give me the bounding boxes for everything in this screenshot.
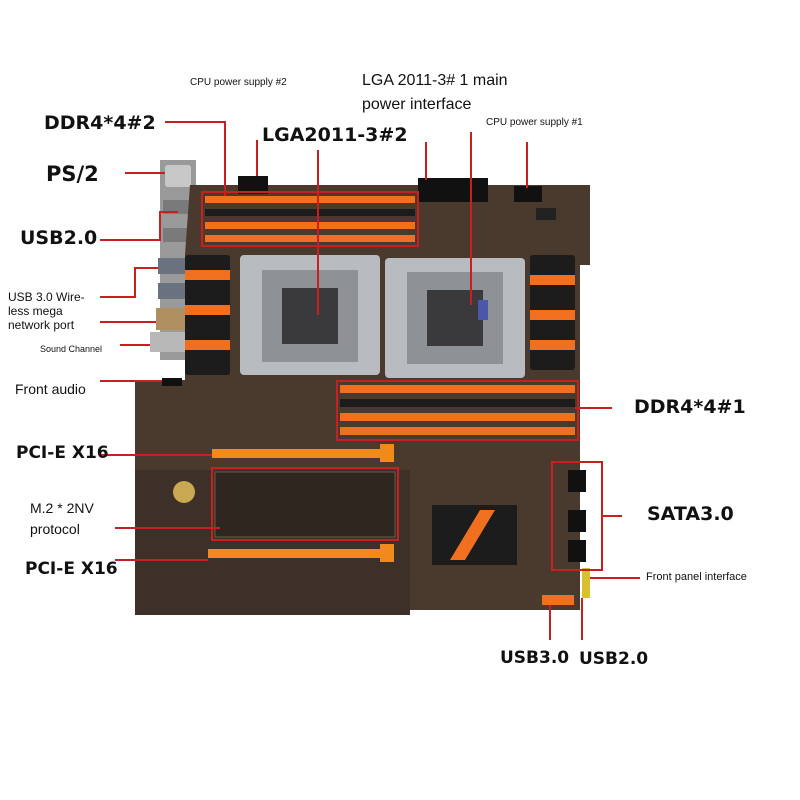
dimm-slot bbox=[340, 413, 575, 421]
ddr4-2-highlight bbox=[201, 191, 419, 247]
usb-port-b bbox=[163, 228, 191, 242]
vrm-heatsink-right bbox=[530, 255, 575, 370]
label-m2-line1: M.2 * 2NV bbox=[30, 500, 94, 516]
pcie-x16-slot-bottom bbox=[208, 549, 393, 558]
front-audio-header bbox=[162, 378, 182, 386]
cpu-socket-1 bbox=[385, 258, 525, 378]
heatsink-stripe bbox=[530, 310, 575, 320]
label-sata30: SATA3.0 bbox=[647, 503, 734, 525]
label-pcie-x16-top: PCI-E X16 bbox=[16, 443, 109, 463]
dimm-slot bbox=[205, 222, 415, 229]
sata-port bbox=[568, 540, 586, 562]
ddr4-1-highlight bbox=[336, 380, 579, 441]
socket-die bbox=[282, 288, 338, 344]
label-sound-channel: Sound Channel bbox=[40, 344, 103, 354]
label-usb20-left: USB2.0 bbox=[20, 227, 98, 249]
label-usb30-line3: network port bbox=[8, 318, 75, 332]
heatsink-stripe bbox=[185, 270, 230, 280]
usb30-header bbox=[542, 595, 574, 605]
main-power-connector bbox=[418, 178, 488, 202]
leader-lines bbox=[100, 121, 640, 640]
cpu-power-connector-1 bbox=[514, 186, 542, 202]
pcie-latch bbox=[380, 444, 394, 462]
heatsink-stripe bbox=[185, 340, 230, 350]
network-port bbox=[156, 308, 188, 330]
label-lga-main-power-line1: LGA 2011-3# 1 main bbox=[362, 72, 508, 89]
label-ps2: PS/2 bbox=[46, 162, 99, 186]
leader-usb30 bbox=[100, 267, 158, 298]
heatsink-stripe bbox=[530, 275, 575, 285]
sata-port bbox=[568, 510, 586, 532]
dimm-slot bbox=[340, 399, 575, 407]
socket-marker bbox=[478, 300, 488, 320]
leader-ddr4-2 bbox=[165, 121, 226, 196]
label-cpu-power-2: CPU power supply #2 bbox=[190, 77, 287, 88]
dimm-slot bbox=[340, 427, 575, 435]
ddr4-bank-1 bbox=[340, 385, 575, 435]
m2-highlight bbox=[211, 467, 399, 541]
label-front-audio: Front audio bbox=[15, 381, 86, 397]
vrm-heatsink-left bbox=[185, 255, 230, 375]
dimm-slot bbox=[205, 209, 415, 216]
label-cpu-power-1: CPU power supply #1 bbox=[486, 117, 583, 128]
label-m2-line2: protocol bbox=[30, 521, 80, 537]
cpu-socket-2 bbox=[240, 255, 380, 375]
heatsink-stripe bbox=[530, 340, 575, 350]
leader-usb20 bbox=[100, 211, 178, 241]
ps2-port bbox=[165, 165, 191, 187]
label-front-panel: Front panel interface bbox=[646, 571, 747, 583]
label-usb30-line2: less mega bbox=[8, 304, 63, 318]
sata-port bbox=[568, 470, 586, 492]
chipset-stripe bbox=[450, 510, 495, 560]
label-ddr4-2: DDR4*4#2 bbox=[44, 112, 156, 134]
dimm-slot bbox=[340, 385, 575, 393]
usb-port-c bbox=[158, 258, 188, 274]
front-panel-header bbox=[582, 568, 590, 598]
sata-ports bbox=[568, 470, 586, 562]
label-usb30-bottom: USB3.0 bbox=[500, 648, 570, 668]
pcie-x16-slot-top bbox=[212, 449, 392, 458]
usb-port-d bbox=[158, 283, 188, 299]
cmos-battery bbox=[173, 481, 195, 503]
usb-port-a bbox=[163, 200, 191, 214]
cpu-power-connector-2 bbox=[238, 176, 268, 194]
debug-display bbox=[536, 208, 556, 220]
label-usb20-bottom: USB2.0 bbox=[579, 649, 649, 669]
label-pcie-x16-bottom: PCI-E X16 bbox=[25, 559, 118, 579]
pcie-latch bbox=[380, 544, 394, 562]
m2-area bbox=[214, 471, 396, 538]
heatsink-stripe bbox=[185, 305, 230, 315]
label-usb30-line1: USB 3.0 Wire- bbox=[8, 290, 85, 304]
socket-die bbox=[427, 290, 483, 346]
label-lga2011-2: LGA2011-3#2 bbox=[262, 124, 408, 146]
dimm-slot bbox=[205, 196, 415, 203]
label-ddr4-1: DDR4*4#1 bbox=[634, 396, 746, 418]
dimm-slot bbox=[205, 235, 415, 242]
label-lga-main-power-line2: power interface bbox=[362, 96, 472, 113]
ddr4-bank-2 bbox=[205, 196, 415, 242]
audio-jack-block bbox=[150, 332, 186, 352]
